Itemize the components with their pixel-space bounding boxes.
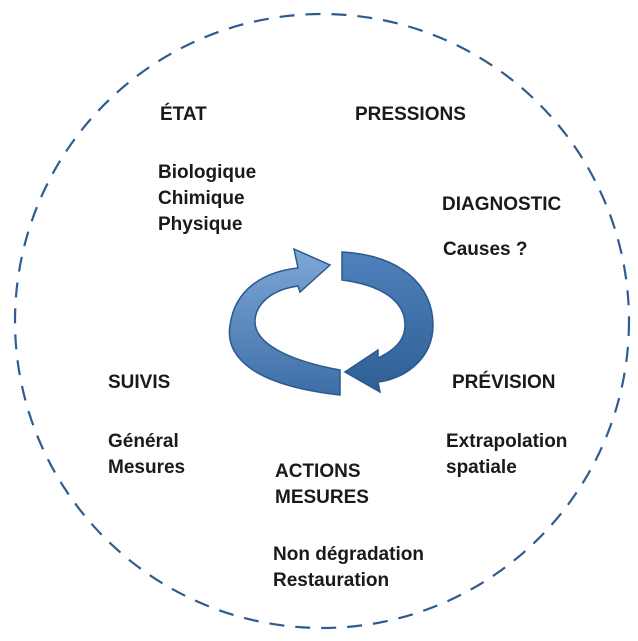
arrow-right-lower (341, 251, 434, 394)
diagnostic-item-causes: Causes ? (443, 239, 528, 260)
suivis-list: Général Mesures (108, 429, 185, 481)
circular-arrows-icon (228, 247, 434, 396)
prevision-list: Extrapolation spatiale (446, 429, 567, 481)
actions-list: Non dégradation Restauration (273, 542, 424, 594)
actions-item-restauration: Restauration (273, 570, 390, 591)
etat-title: ÉTAT (160, 104, 207, 125)
suivis-item-general: Général (108, 431, 179, 452)
actions-title-line-mesures: MESURES (275, 487, 369, 508)
actions-title: ACTIONS MESURES (275, 459, 369, 511)
suivis-title: SUIVIS (108, 372, 171, 393)
etat-list: Biologique Chimique Physique (158, 160, 256, 238)
prevision-item-spatiale: spatiale (446, 457, 517, 478)
etat-item-physique: Physique (158, 214, 243, 235)
suivis-item-mesures: Mesures (108, 457, 186, 478)
dashed-boundary-circle (13, 12, 631, 630)
prevision-title: PRÉVISION (452, 372, 556, 393)
arrow-left-upper (228, 247, 341, 396)
actions-item-non-degradation: Non dégradation (273, 544, 424, 565)
etat-item-biologique: Biologique (158, 162, 257, 183)
diagnostic-title: DIAGNOSTIC (442, 194, 562, 215)
actions-title-line-actions: ACTIONS (275, 461, 361, 482)
prevision-item-extrapolation: Extrapolation (446, 431, 568, 452)
pressions-title: PRESSIONS (355, 104, 466, 125)
etat-item-chimique: Chimique (158, 188, 245, 209)
